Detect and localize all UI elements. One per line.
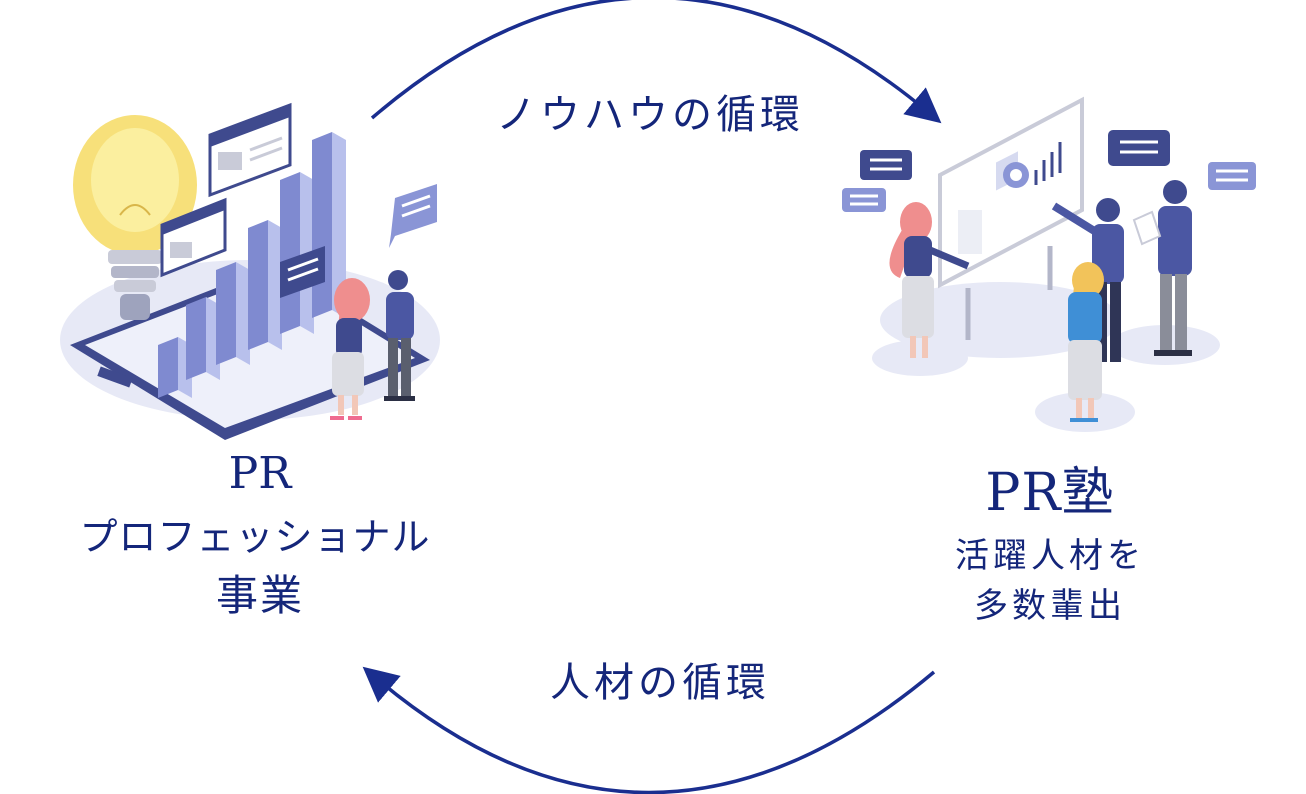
man-with-paper-figure bbox=[1132, 180, 1192, 356]
presentation-board-icon bbox=[938, 96, 1084, 340]
lightbulb-icon bbox=[73, 115, 197, 320]
right-illustration bbox=[842, 96, 1256, 432]
right-node-subtitle-line2: 多数輩出 bbox=[974, 586, 1126, 626]
woman-figure bbox=[330, 278, 370, 420]
man-figure bbox=[384, 270, 415, 401]
top-cycle-arrow bbox=[370, 0, 942, 124]
knowhow-cycle-label: ノウハウの循環 bbox=[496, 92, 804, 138]
bottom-cycle-arrow bbox=[362, 666, 936, 794]
speech-bubble-icon bbox=[280, 184, 437, 298]
left-node-subtitle-line2: 事業 bbox=[215, 571, 304, 620]
presenter-woman-figure bbox=[889, 202, 970, 358]
bar-chart-icon bbox=[158, 132, 346, 398]
left-illustration bbox=[60, 102, 440, 440]
window-panel bbox=[160, 102, 292, 278]
talent-cycle-label: 人材の循環 bbox=[550, 660, 770, 706]
left-node-subtitle-line1: プロフェッショナル bbox=[79, 515, 431, 559]
blonde-woman-figure bbox=[1068, 262, 1104, 422]
right-node-title: PR塾 bbox=[985, 463, 1115, 523]
right-node-subtitle-line1: 活躍人材を bbox=[955, 536, 1145, 576]
speech-bubble-icon bbox=[842, 130, 1256, 212]
left-node-title: PR bbox=[228, 448, 292, 499]
